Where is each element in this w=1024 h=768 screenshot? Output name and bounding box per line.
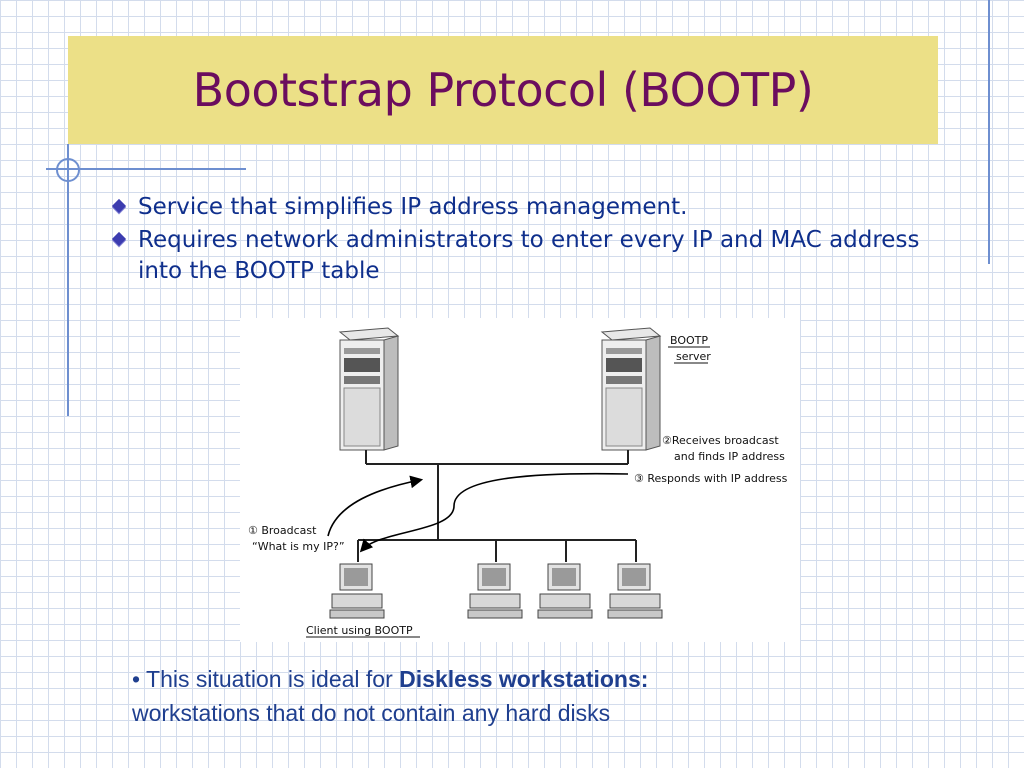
step2-label-line1: ②Receives broadcast <box>662 434 779 447</box>
note-rest: workstations that do not contain any har… <box>132 700 611 726</box>
step1-label-line2: “What is my IP?” <box>252 540 345 553</box>
workstation-icon <box>467 563 523 619</box>
diamond-bullet-icon <box>111 231 127 247</box>
note-prefix: This situation is ideal for <box>140 666 400 692</box>
bullet-text: Service that simplifies IP address manag… <box>138 194 688 220</box>
client-label: Client using BOOTP <box>306 624 413 637</box>
circle-decoration <box>56 158 80 182</box>
footnote: • This situation is ideal for Diskless w… <box>132 662 852 730</box>
workstation-icon <box>537 563 593 619</box>
server-label-line1: BOOTP <box>670 334 708 347</box>
client-workstation-icon <box>329 563 385 619</box>
bootp-network-diagram: BOOTP server ②Receives broadcast and fin… <box>248 327 788 638</box>
step3-label: ③ Responds with IP address <box>634 472 788 485</box>
workstation-icon <box>607 563 663 619</box>
bootp-server-tower-icon <box>600 327 662 451</box>
note-bold-term: Diskless workstations: <box>399 666 649 692</box>
network-cabling <box>357 450 637 562</box>
broadcast-arrow <box>327 475 424 537</box>
horizontal-accent-line <box>46 168 246 170</box>
bullet-list: Service that simplifies IP address manag… <box>110 192 940 289</box>
response-arrow <box>359 472 629 553</box>
bullet-item: Service that simplifies IP address manag… <box>110 192 940 223</box>
left-accent-line <box>67 144 69 416</box>
diamond-bullet-icon <box>111 198 127 214</box>
title-band <box>68 36 938 144</box>
right-accent-line <box>988 0 990 264</box>
step2-label-line2: and finds IP address <box>674 450 785 463</box>
note-bullet: • <box>132 666 141 692</box>
diagram-background <box>240 318 800 642</box>
bullet-item: Requires network administrators to enter… <box>110 225 940 287</box>
server-label-line2: server <box>676 350 711 363</box>
step1-label-line1: ① Broadcast <box>248 524 317 537</box>
slide-title: Bootstrap Protocol (BOOTP) <box>192 63 814 117</box>
bullet-text: Requires network administrators to enter… <box>138 227 920 284</box>
server-tower-icon <box>338 327 400 451</box>
